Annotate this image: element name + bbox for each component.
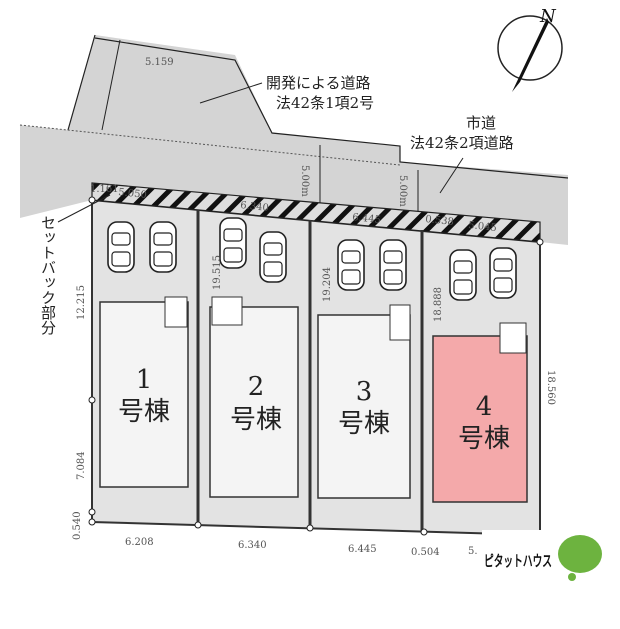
side-dim: 18.560 [545,370,556,405]
parking-car [449,249,477,301]
leader-line [199,82,263,104]
side-dim: 12.215 [76,285,87,320]
dev-road-width: 5.159 [145,57,174,68]
compass-circle [497,15,563,81]
parking-car [149,221,177,273]
bottom-dim: 5. [468,546,478,557]
boundary-marker [88,396,96,404]
building-1: 1 号棟 [99,296,189,488]
leader-line [57,194,111,223]
boundary-marker [420,528,428,536]
boundary-marker [88,196,96,204]
logo-text: ピタットハウス [484,552,552,570]
boundary-marker [88,508,96,516]
north-arrow-icon [512,18,549,92]
building-3-suffix: 号棟 [338,409,390,439]
building-4-number: 4 [476,392,493,422]
parking-car [107,221,135,273]
north-label: N [539,6,557,27]
parking-car [379,239,407,291]
front-dim: 0.538 [425,214,455,228]
bottom-dim: 6.208 [125,537,154,548]
compass: N [497,6,563,92]
road-width-2: 5.00m [397,175,408,207]
front-dim: 1.161 [90,184,119,195]
pitat-house-logo: ピタットハウス [482,530,620,581]
leader-line [439,157,464,194]
side-dim: 19.515 [212,255,223,290]
parking-car [219,217,247,269]
building-2-number: 2 [248,372,265,402]
building-3-number: 3 [356,377,373,407]
parking-car [489,247,517,299]
building-1-number: 1 [136,365,153,395]
building-3: 3 号棟 [317,304,411,499]
city-road-label-1: 市道 [466,114,496,132]
front-dim: 6.340 [240,200,270,214]
bottom-dim: 6.340 [238,540,267,551]
dev-road-dim-line [101,39,121,131]
dev-road-label-2: 法42条1項2号 [276,94,374,112]
side-dim: 18.888 [433,287,444,322]
boundary-marker [194,521,202,529]
dev-road-label-1: 開発による道路 [266,74,371,92]
logo-dot-icon [568,573,576,581]
parking-car [337,239,365,291]
bottom-dim: 0.504 [411,547,440,558]
dev-road-edge [67,34,96,131]
front-dim: 6.445 [352,212,382,226]
front-dim: 5.050 [118,187,148,201]
road-width-1: 5.00m [299,165,310,197]
boundary-marker [536,238,544,246]
side-dim: 7.084 [76,451,87,480]
bottom-dim: 6.445 [348,544,377,555]
city-road-label-2: 法42条2項道路 [410,134,514,152]
parking-car [259,231,287,283]
building-1-suffix: 号棟 [118,397,170,427]
boundary-marker [88,518,96,526]
side-dim: 19.204 [322,267,333,302]
boundary-marker [306,524,314,532]
building-4: 4 号棟 [432,322,528,503]
building-2-suffix: 号棟 [230,405,282,435]
side-dim: 0.540 [72,511,83,540]
front-dim: 5.045 [468,220,498,234]
building-4-suffix: 号棟 [458,424,510,454]
setback-label: セットバック部分 [39,215,57,336]
dev-road-edge-right [94,37,569,179]
logo-circle-icon [558,535,602,573]
building-2: 2 号棟 [209,296,299,498]
